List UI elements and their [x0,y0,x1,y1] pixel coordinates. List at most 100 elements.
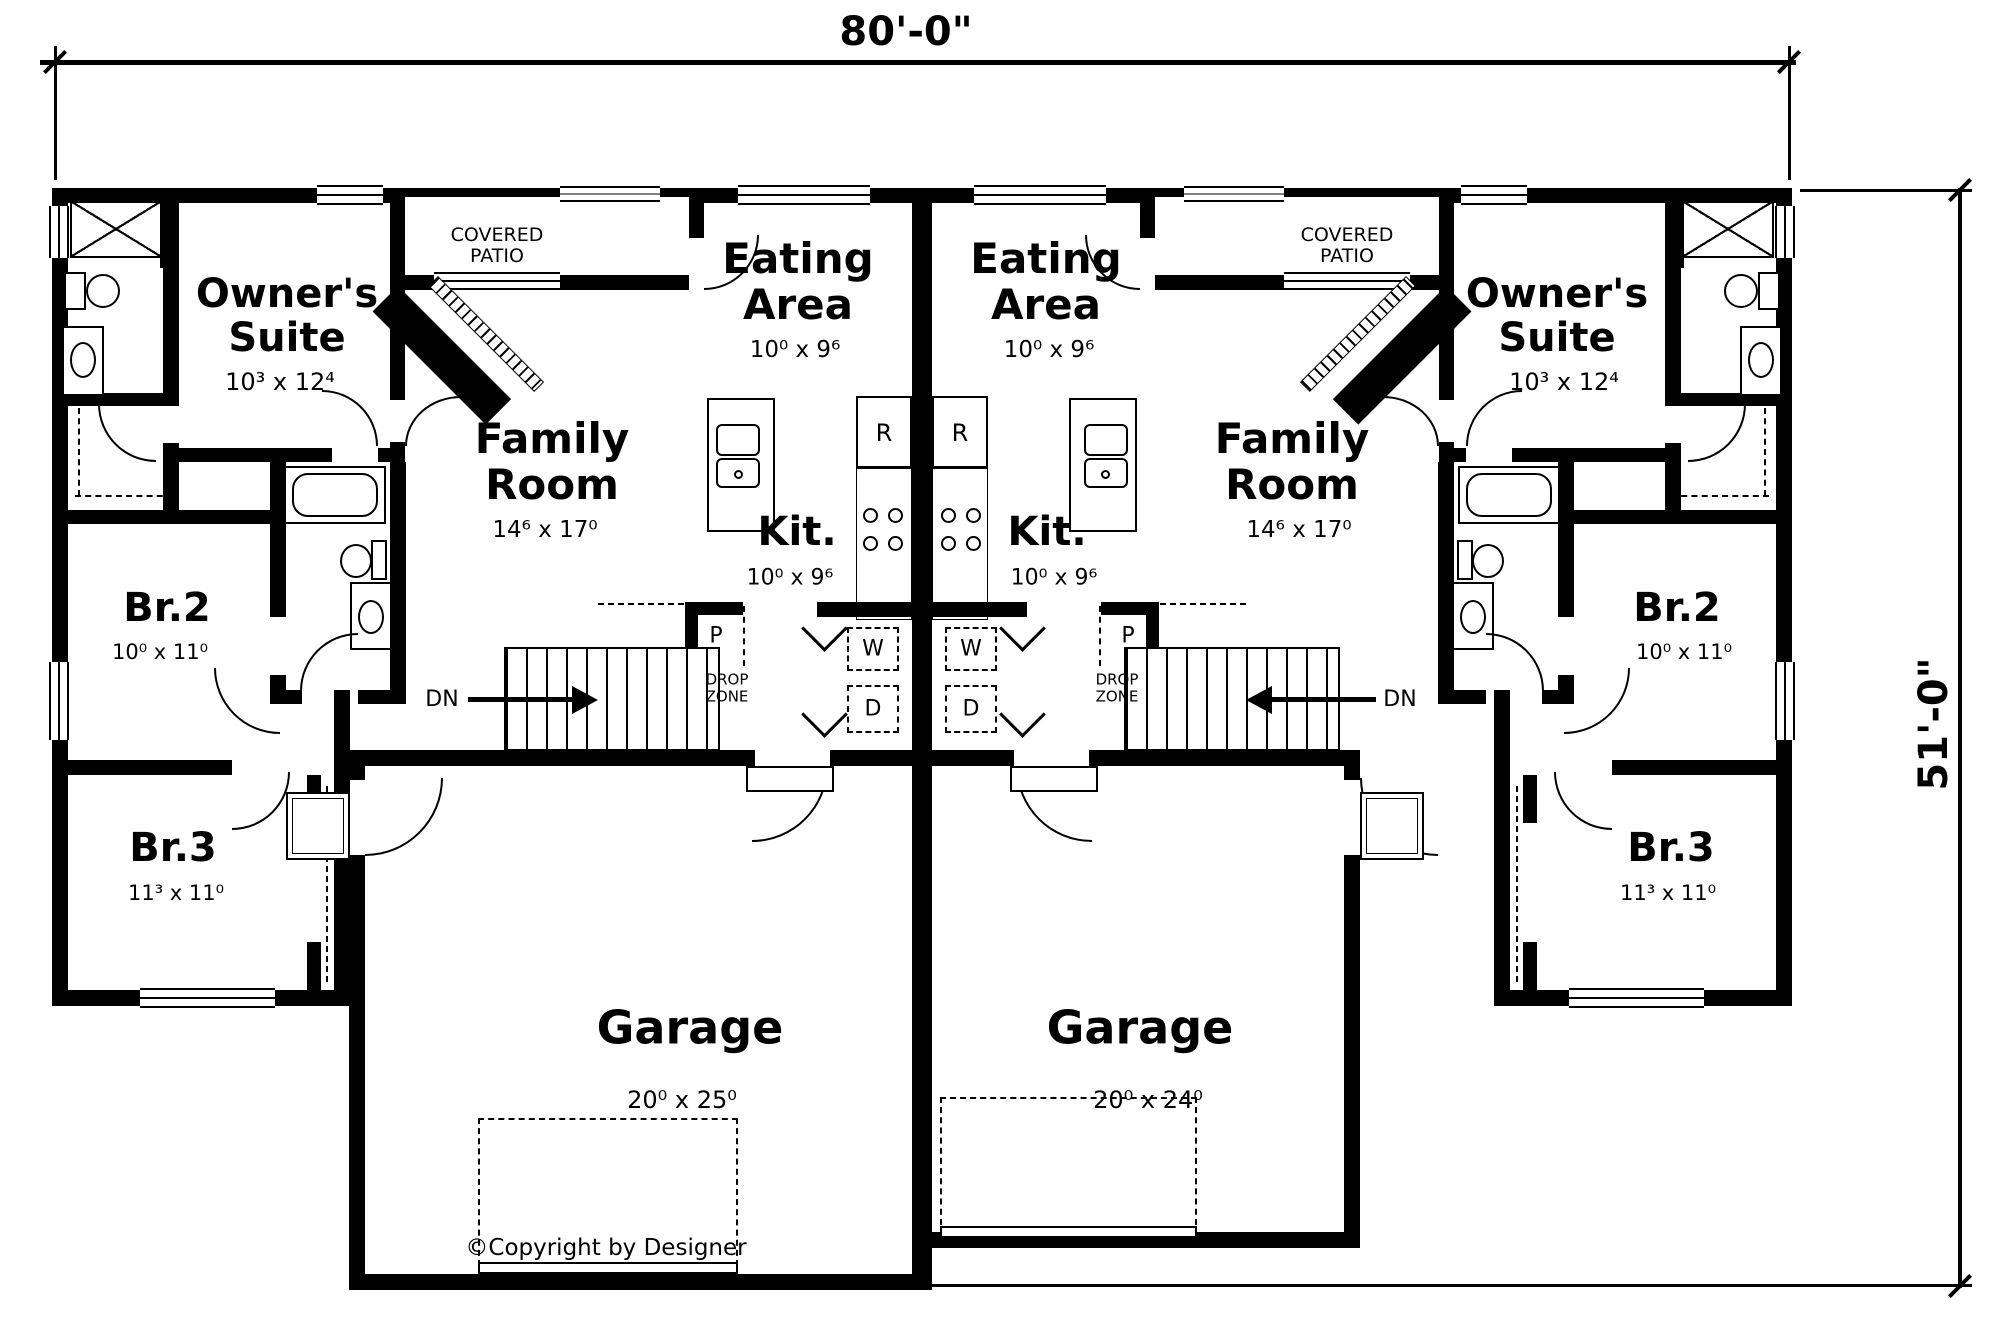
patio-roof-edge [405,197,689,203]
stairs-arrow-shaft [468,697,574,702]
copyright-text: ©Copyright by Designer [465,1235,747,1261]
room-size-owners-suite-right: 10³ x 12⁴ [1509,368,1619,396]
front-stoop [1366,798,1418,854]
window-symbol [1775,206,1795,258]
room-label-owners-suite-right: Owner's Suite [1465,271,1649,361]
sink-symbol [1460,600,1486,634]
room-size-br3-left: 11³ x 11⁰ [127,881,225,905]
toilet-tank [1457,540,1473,580]
kitchen-boundary [598,603,684,605]
wall [1344,855,1360,1248]
window-symbol [974,185,1106,205]
bifold-door-symbol [801,691,848,738]
shower-symbol [70,200,162,258]
room-size-owners-suite-left: 10³ x 12⁴ [225,368,335,396]
washer-label-left: W [862,636,884,662]
fridge-label-right: R [951,419,969,447]
wall [830,750,928,766]
room-label-eating-area-left: Eating Area [722,233,874,329]
shower-symbol [1682,200,1774,258]
dimension-extension-left [54,46,57,180]
room-label-eating-area-right: Eating Area [970,233,1122,329]
entry-threshold [746,766,834,792]
room-size-garage-left: 20⁰ x 25⁰ [627,1086,737,1114]
closet-rod [1764,408,1766,496]
dimension-line-right [1958,188,1962,1288]
sink-symbol [358,600,384,634]
pantry-label-right: P [1121,623,1135,649]
window-symbol [738,185,870,205]
dryer-label-left: D [864,696,882,722]
pantry-front [1099,606,1101,666]
closet-rod [1671,495,1769,497]
tub-basin [292,473,378,517]
wall-party [912,188,932,1288]
wall [1612,760,1792,775]
room-size-kitchen-right: 10⁰ x 9⁶ [1010,565,1098,591]
island-sink-symbol [1084,458,1128,488]
sliding-door-symbol [1284,272,1410,290]
wall [170,448,332,462]
room-label-family-room-right: Family Room [1214,413,1370,509]
room-size-eating-area-right: 10⁰ x 9⁶ [1003,337,1095,363]
width-dimension-label: 80'-0" [839,9,973,55]
wall [1089,750,1360,766]
fridge-label-left: R [875,419,893,447]
range-burner [888,508,903,523]
closet-rod [78,408,80,496]
kitchen-boundary [1160,603,1246,605]
door-arc [365,778,443,856]
toilet-symbol [1724,274,1758,308]
room-size-kitchen-left: 10⁰ x 9⁶ [746,565,834,591]
wall [390,462,406,692]
entry-threshold [1010,766,1098,792]
wall [1101,602,1159,615]
wall [817,602,912,617]
wall [932,750,1014,766]
door-arc [1486,633,1544,691]
wall [1665,393,1782,406]
wall [52,188,68,1006]
room-label-owners-suite-left: Owner's Suite [195,271,379,361]
faucet-dot [734,470,743,479]
room-size-br3-right: 11³ x 11⁰ [1619,881,1717,905]
height-dimension-label: 51'-0" [1911,657,1957,791]
bifold-door-symbol [999,691,1046,738]
dimension-extension-bottomright [912,1284,1972,1287]
room-label-kitchen-left: Kit. [757,509,837,555]
room-label-kitchen-right: Kit. [1007,509,1087,555]
range-burner [863,536,878,551]
wall [270,462,286,617]
room-size-garage-right: 20⁰ x 24⁰ [1093,1086,1203,1114]
fridge-symbol [932,396,988,468]
toilet-symbol [340,544,372,578]
range-burner [888,536,903,551]
toilet-tank [1758,272,1780,310]
sink-symbol [1748,342,1774,378]
door-arc [214,668,280,734]
washer-label-right: W [960,636,982,662]
island-sink-symbol [1084,424,1128,456]
closet-rod [1516,786,1518,982]
wall [1558,462,1574,617]
door-arc [1466,390,1522,446]
door-arc [300,633,358,691]
wall [1560,510,1792,524]
window-symbol [140,988,275,1008]
garage-door-symbol [478,1262,738,1274]
window-symbol [1184,186,1284,202]
range-burner [941,536,956,551]
island-sink-symbol [716,424,760,456]
wall [932,602,1027,617]
wall [52,510,284,524]
washer-symbol [847,627,899,671]
room-label-garage-right: Garage [1046,1000,1234,1055]
toilet-symbol [86,274,120,308]
room-label-covered-patio-right: COVERED PATIO [1300,224,1394,267]
window-symbol [1569,988,1704,1008]
room-size-family-room-left: 14⁶ x 17⁰ [492,517,598,543]
room-size-br2-left: 10⁰ x 11⁰ [111,640,209,664]
drop-zone-label-right: DROP ZONE [1095,670,1139,705]
wall [1523,775,1537,823]
